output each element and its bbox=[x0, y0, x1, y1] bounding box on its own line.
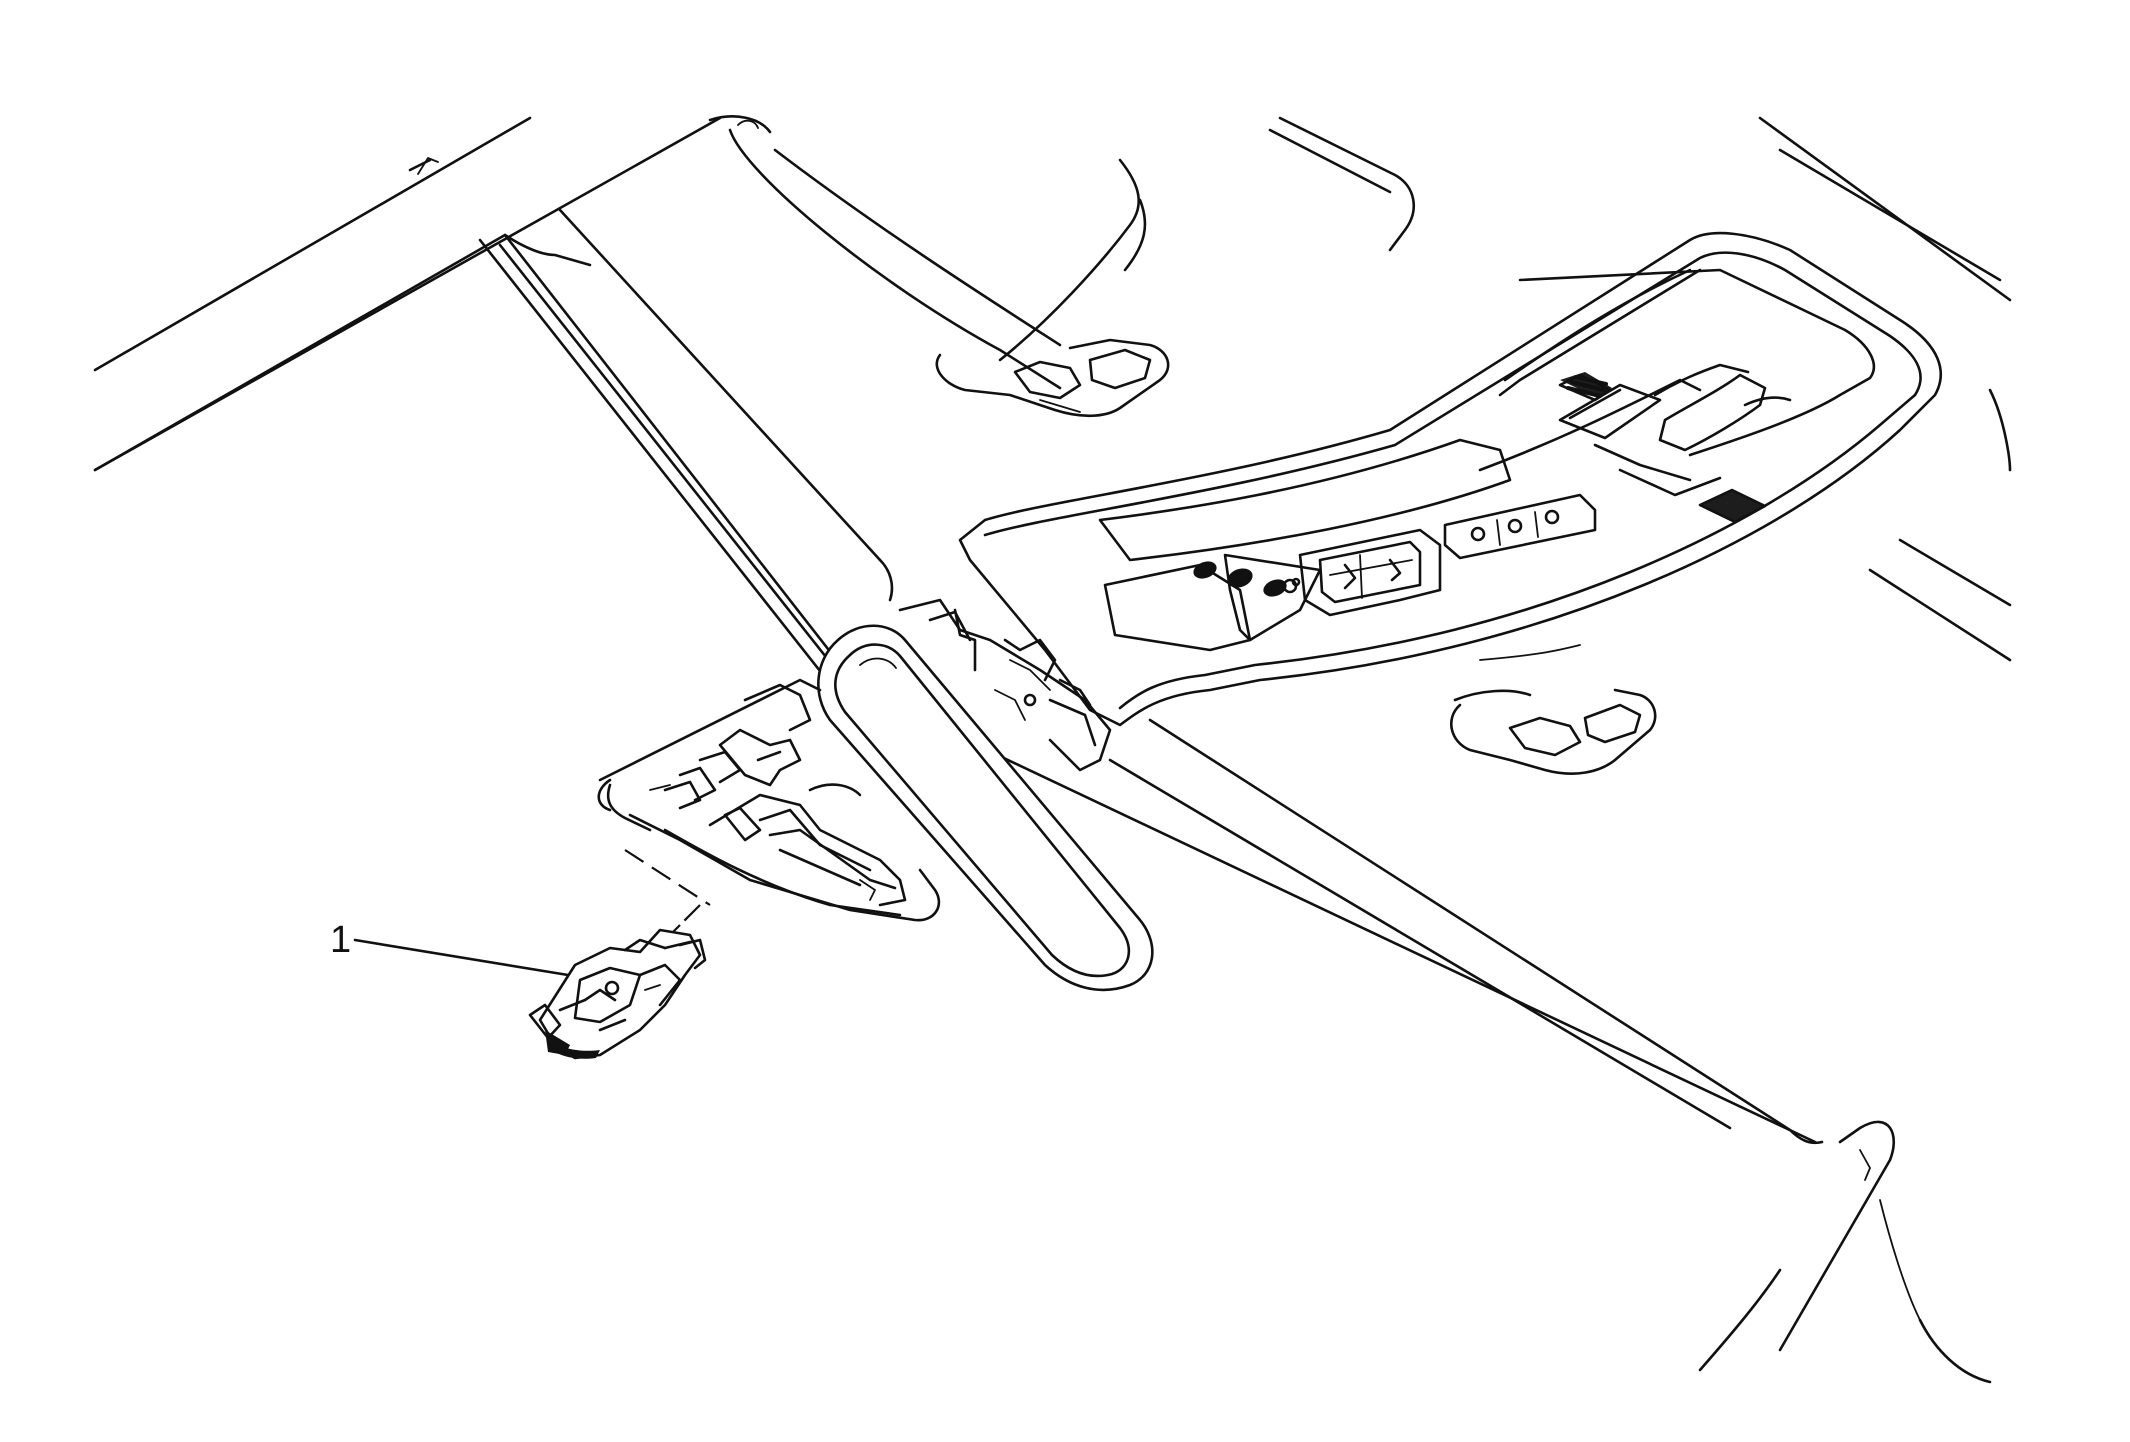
visor-clip-right bbox=[1450, 688, 1657, 775]
callout-number-1: 1 bbox=[330, 919, 351, 961]
overhead-console bbox=[958, 231, 1943, 727]
callout-1: 1 bbox=[330, 919, 570, 977]
roof-outline bbox=[93, 115, 2012, 662]
headliner bbox=[93, 208, 1992, 1384]
sensor-part-1 bbox=[528, 928, 707, 1060]
speaker-grille-upper bbox=[1558, 372, 1612, 402]
visor-clip-left bbox=[935, 338, 1170, 418]
rearview-mirror bbox=[817, 598, 1154, 992]
leader-line-1 bbox=[353, 938, 570, 977]
mirror-base bbox=[597, 678, 941, 922]
speaker-grille-lower bbox=[1698, 488, 1767, 524]
sun-visor-left bbox=[728, 128, 1147, 390]
